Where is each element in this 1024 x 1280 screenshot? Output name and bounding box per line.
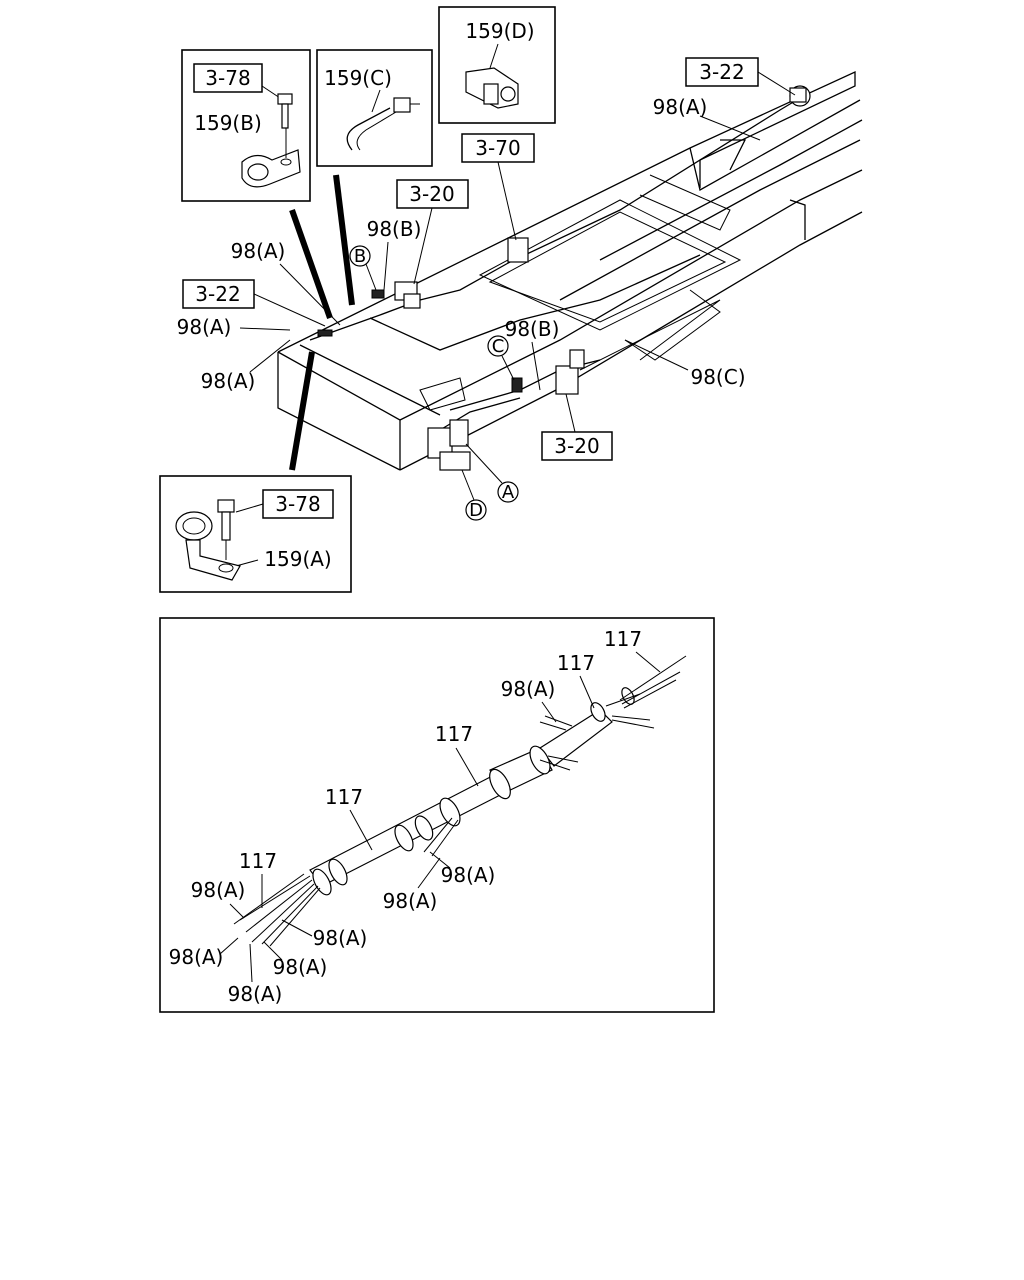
part-98a-lower-left: 98(A)	[201, 369, 256, 393]
part-98b-upper: 98(B)	[367, 217, 422, 241]
ref-3-22-right: 3-22	[699, 60, 744, 84]
part-117-far-left: 117	[239, 849, 277, 873]
harness-detail-frame	[159, 617, 715, 1013]
marker-b	[349, 245, 371, 267]
part-98a-right: 98(A)	[653, 95, 708, 119]
svg-text:B: B	[354, 246, 366, 267]
part-98c: 98(C)	[690, 365, 745, 389]
ref-3-20-lower: 3-20	[554, 434, 599, 458]
marker-c	[487, 335, 509, 357]
ref-3-22-left: 3-22	[195, 282, 240, 306]
detail-98a-upper: 98(A)	[501, 677, 556, 701]
ref-box-3-20-upper	[396, 179, 469, 209]
detail-98a-mid-right: 98(A)	[441, 863, 496, 887]
detail-98a-bottom: 98(A)	[228, 982, 283, 1006]
svg-text:C: C	[492, 336, 505, 357]
part-117-upper: 117	[557, 651, 595, 675]
part-159d-label: 159(D)	[465, 19, 534, 43]
part-117-left: 117	[325, 785, 363, 809]
part-159a-label: 159(A)	[264, 547, 331, 571]
part-98a-upper-left: 98(A)	[231, 239, 286, 263]
detail-98a-lower-right: 98(A)	[313, 926, 368, 950]
ref-box-3-20-lower	[541, 431, 613, 461]
part-159c-label: 159(C)	[324, 66, 392, 90]
inset-159b: 3-78 159(B)	[181, 49, 311, 202]
harness-detail: 117 117 117 117 117 98(A) 98(A) 98(A) 98…	[159, 617, 715, 1013]
detail-98a-bottom-right: 98(A)	[273, 955, 328, 979]
leader-stem-159a	[289, 351, 315, 471]
marker-d	[465, 499, 487, 521]
clip-3-70	[507, 237, 529, 263]
leader-stem-159b	[289, 209, 333, 319]
inset-159a: 3-78 159(A)	[159, 475, 352, 593]
part-117-middle: 117	[435, 722, 473, 746]
marker-a	[497, 481, 519, 503]
inset-159c: 159(C)	[316, 49, 433, 167]
part-117-top-right: 117	[604, 627, 642, 651]
part-159b-label: 159(B)	[194, 111, 262, 135]
svg-text:D: D	[469, 500, 483, 521]
ref-box-3-78-upper	[193, 63, 263, 93]
ref-3-78-lower: 3-78	[275, 492, 320, 516]
ref-box-3-70	[461, 133, 535, 163]
chassis-frame-drawing	[277, 70, 863, 471]
detail-98a-lower-left: 98(A)	[169, 945, 224, 969]
inset-159d: 159(D)	[438, 6, 556, 124]
ref-box-3-22-left	[182, 279, 255, 309]
leader-stem-159c	[333, 174, 355, 306]
ref-box-3-78-lower	[262, 489, 334, 519]
part-98a-left: 98(A)	[177, 315, 232, 339]
upper-callouts: 3-22 98(A) 3-70 3-20 98(B) B 98(A) 3-22 …	[177, 57, 796, 521]
svg-text:A: A	[502, 482, 515, 503]
frame-components	[317, 85, 811, 471]
clip-3-20-lower	[555, 365, 579, 395]
ref-3-70: 3-70	[475, 136, 520, 160]
detail-98a-left: 98(A)	[191, 878, 246, 902]
detail-98a-mid: 98(A)	[383, 889, 438, 913]
ref-3-78-upper: 3-78	[205, 66, 250, 90]
ref-3-20-upper: 3-20	[409, 182, 454, 206]
part-98b-lower: 98(B)	[505, 317, 560, 341]
